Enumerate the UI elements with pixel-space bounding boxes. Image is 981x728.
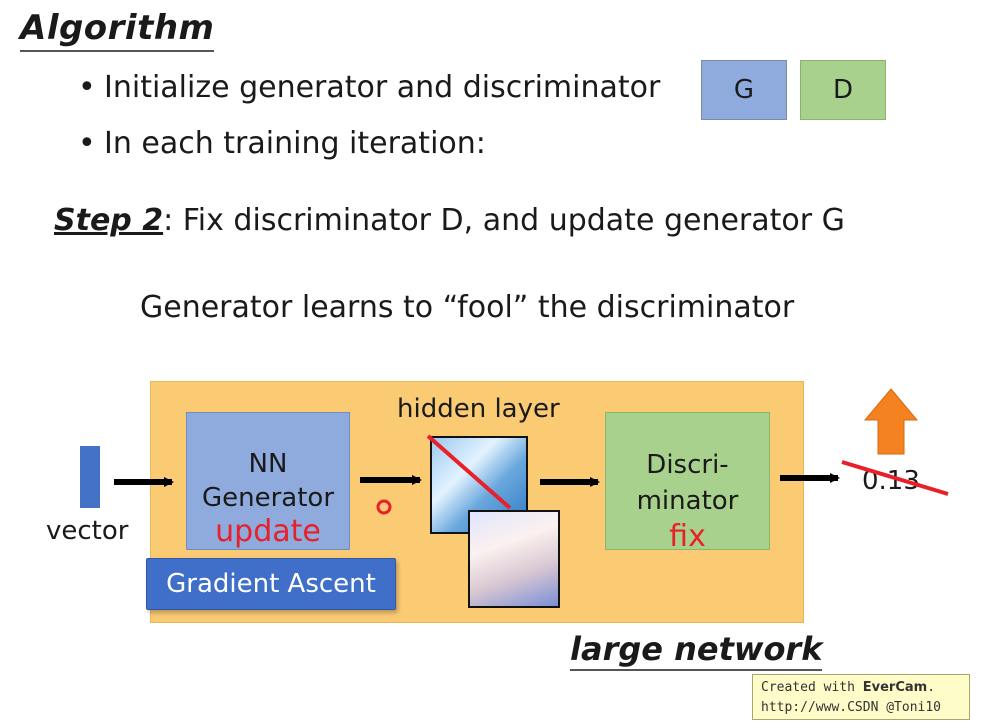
generator-line2: Generator [201, 483, 335, 513]
bullet-text: In each training iteration: [104, 126, 486, 161]
strike-line-icon [841, 460, 949, 496]
watermark-prefix: Created with [761, 680, 863, 695]
discriminator-box: Discri- minator fix [605, 412, 770, 554]
step-text: : Fix discriminator D, and update genera… [163, 203, 845, 238]
step-line: Step 2: Fix discriminator D, and update … [54, 203, 845, 238]
generator-box: NN Generator update [186, 412, 350, 550]
vector-label: vector [46, 516, 129, 546]
discriminator-status: fix [669, 519, 706, 554]
bullet-dot-icon: • [78, 126, 96, 161]
watermark-brand: EverCam [862, 680, 928, 695]
watermark-suffix: . [927, 680, 936, 695]
generator-box-small: G [701, 60, 787, 120]
step-label: Step 2 [54, 203, 164, 238]
generated-image [468, 510, 560, 608]
watermark-line2: http://www.CSDN @Toni10 [761, 700, 942, 715]
gradient-ascent-button[interactable]: Gradient Ascent [146, 558, 396, 610]
bullet-initialize: •Initialize generator and discriminator [78, 70, 660, 105]
input-vector-bar [80, 446, 100, 508]
generator-status: update [215, 514, 321, 549]
cursor-dot-icon [376, 499, 392, 515]
bullet-iteration: •In each training iteration: [78, 126, 486, 161]
bullet-dot-icon: • [78, 70, 96, 105]
evercam-watermark: Created with EverCam. http://www.CSDN @T… [752, 674, 970, 720]
bullet-text: Initialize generator and discriminator [104, 70, 661, 105]
slide-title: Algorithm [20, 8, 215, 52]
hidden-layer-label: hidden layer [397, 394, 560, 424]
discriminator-line2: minator [636, 486, 739, 516]
watermark-line1: Created with EverCam. [761, 678, 961, 698]
discriminator-line1: Discri- [646, 450, 729, 480]
discriminator-box-small: D [800, 60, 886, 120]
subtitle: Generator learns to “fool” the discrimin… [140, 290, 795, 325]
strike-line-icon [426, 434, 512, 510]
large-network-label: large network [570, 630, 823, 671]
arrow-up-icon [863, 388, 919, 455]
generator-line1: NN [248, 449, 288, 479]
